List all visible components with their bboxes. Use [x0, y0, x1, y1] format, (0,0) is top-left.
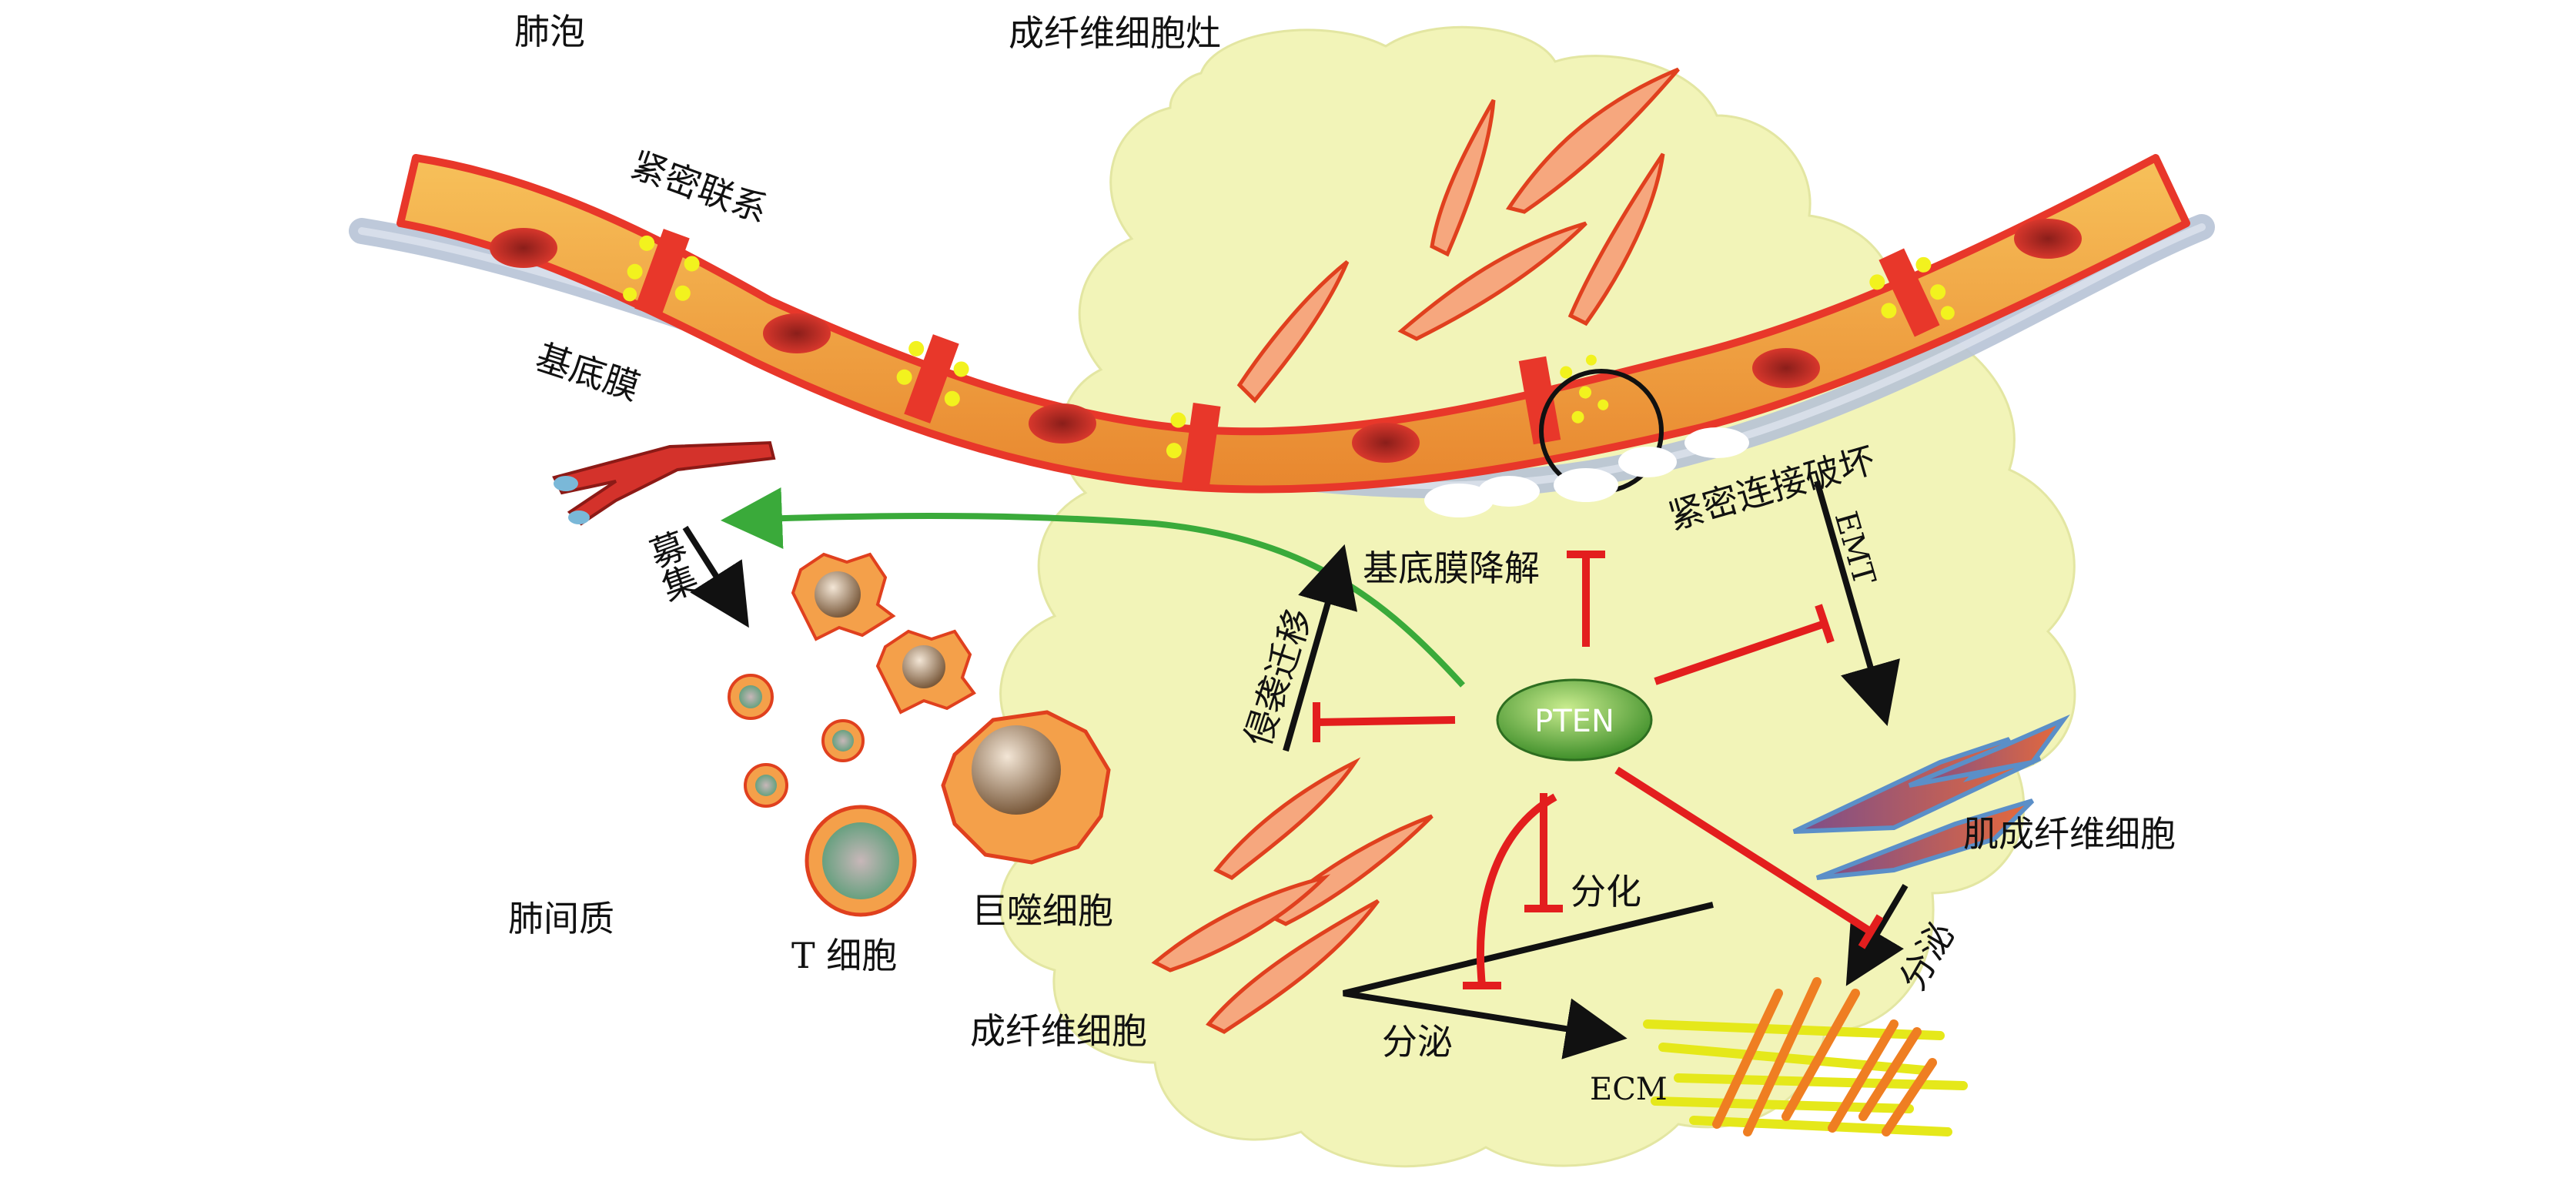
epithelial-nuclei — [490, 219, 2082, 463]
label-fibroblast: 成纤维细胞 — [970, 1010, 1147, 1052]
focus-fibroblasts — [1236, 67, 1680, 403]
myofibroblasts — [1792, 714, 2070, 880]
fibroblast-cell — [1567, 152, 1665, 326]
fibroblast-cell — [1151, 874, 1331, 972]
label-macrophage: 巨噬细胞 — [972, 890, 1113, 932]
nucleus — [763, 313, 831, 353]
nucleus — [1029, 403, 1096, 444]
label-ecm: ECM — [1590, 1072, 1668, 1107]
activation-arrows — [1283, 480, 1909, 1059]
myofibroblast-cell — [1908, 714, 2070, 788]
ecm-deposit — [1643, 977, 1968, 1136]
nucleus — [1352, 423, 1420, 463]
myo-secretion-arrow — [1845, 883, 1909, 986]
invasion-arrow — [1283, 544, 1358, 752]
nucleus — [2014, 219, 2082, 259]
fibroblast-cell — [1397, 221, 1587, 341]
pten-recruit-inhibition-path — [721, 487, 1465, 688]
small-lymphocyte — [821, 719, 865, 762]
tight-junction — [896, 334, 969, 423]
t-cell-large — [805, 805, 917, 917]
pten-node: PTEN — [1496, 678, 1653, 762]
junction-disruption-site — [1424, 369, 1749, 517]
emt-arrow — [1814, 480, 1900, 727]
macrophage-small — [791, 552, 896, 641]
lower-fibroblasts — [1151, 757, 1434, 1034]
differentiation-secretion-arrows — [1343, 902, 1714, 1059]
inhibition-lines — [1313, 551, 1884, 989]
tight-junction — [1518, 354, 1609, 445]
myofibroblast-cell — [1815, 798, 2035, 880]
small-lymphocyte — [728, 674, 774, 720]
label-interstitium: 肺间质 — [508, 898, 614, 939]
recruit-arrow — [682, 525, 749, 628]
fibroblast-cell — [1206, 899, 1380, 1034]
macrophage-large — [941, 710, 1111, 865]
tight-junction — [1166, 403, 1221, 490]
fibroblast-cell — [1236, 260, 1350, 403]
fibroblast-cell — [1430, 99, 1496, 257]
label-secretion-left: 分泌 — [1382, 1021, 1453, 1063]
tight-junctions — [623, 229, 1955, 490]
macrophage-small — [875, 629, 976, 715]
label-alveolus: 肺泡 — [514, 11, 585, 52]
nucleus — [490, 228, 557, 268]
nucleus — [1752, 348, 1820, 388]
pten-label: PTEN — [1534, 704, 1614, 739]
fibroblast-cell — [1213, 757, 1361, 880]
label-differentiation: 分化 — [1571, 871, 1641, 912]
tight-junction — [623, 229, 700, 318]
tight-junction — [1869, 248, 1955, 337]
label-t-cell: T 细胞 — [791, 935, 898, 976]
label-myofibroblast: 肌成纤维细胞 — [1963, 813, 2176, 855]
label-fibroblast-focus: 成纤维细胞灶 — [1009, 12, 1221, 54]
immune-cells — [728, 552, 1111, 917]
label-bm-degradation: 基底膜降解 — [1363, 547, 1540, 589]
blood-vessel — [552, 440, 776, 526]
small-lymphocyte — [744, 763, 788, 808]
fibroblast-cell — [1505, 67, 1680, 214]
alveolar-epithelium — [396, 154, 2190, 494]
